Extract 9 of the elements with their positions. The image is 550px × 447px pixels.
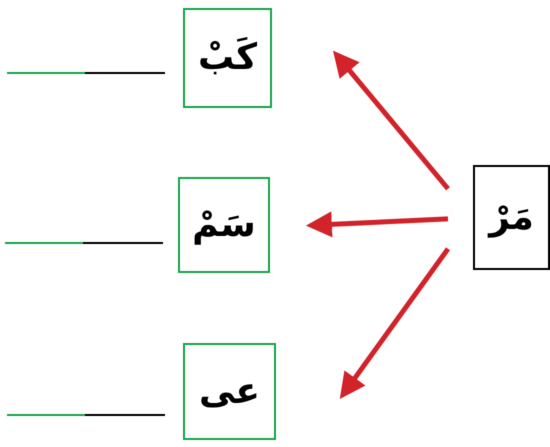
word-box: [183, 8, 272, 108]
arabic-word: كَبْ: [198, 36, 258, 80]
word-box: [473, 165, 550, 270]
word-box: [183, 343, 276, 440]
arabic-word: عى: [198, 370, 260, 414]
arabic-word: مَرْ: [489, 196, 534, 240]
arabic-word: سَمْ: [192, 203, 256, 247]
arrow: [306, 211, 448, 238]
word-box: [178, 177, 270, 273]
